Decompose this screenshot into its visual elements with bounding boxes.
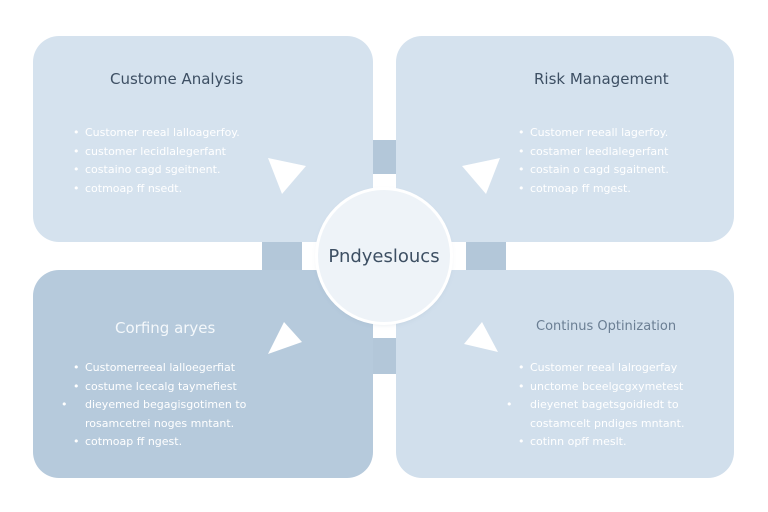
list-item: Customerreeal lalloegerfiat xyxy=(73,359,285,378)
list-item: Customer reeal lalrogerfay xyxy=(518,359,730,378)
card-title: Risk Management xyxy=(534,70,669,88)
list-item: costain o cagd sgaitnent. xyxy=(518,161,669,180)
list-item: costaino cagd sgeitnent. xyxy=(73,161,240,180)
list-item: unctome bceelgcgxymetest xyxy=(518,378,730,397)
bullet-list: Customer reeal lalloagerfoy. customer le… xyxy=(73,124,240,198)
list-item: costamer leedlalegerfant xyxy=(518,143,669,162)
card-title: Custome Analysis xyxy=(110,70,244,88)
list-item: Customer reeall lagerfoy. xyxy=(518,124,669,143)
card-risk-management: Risk Management Customer reeall lagerfoy… xyxy=(396,36,734,242)
card-customer-analysis: Custome Analysis Customer reeal lalloage… xyxy=(33,36,373,242)
hub-label: Pndyeslouсs xyxy=(328,245,440,267)
connector-tab-bottom xyxy=(371,338,397,374)
list-item: cotmoap ff mgest. xyxy=(518,180,669,199)
list-item: dieyenet bagetsgoidiedt to costamcelt pn… xyxy=(518,396,730,433)
card-title: Continus Optinization xyxy=(536,319,677,334)
bullet-list: Customer reeall lagerfoy. costamer leedl… xyxy=(518,124,669,198)
bullet-list: Customerreeal lalloegerfiat costume lcec… xyxy=(73,359,285,452)
arrowhead-sw-icon xyxy=(268,322,302,354)
hub-circle: Pndyeslouсs xyxy=(318,190,450,322)
arrowhead-se-icon xyxy=(464,322,498,352)
arrowhead-nw-icon xyxy=(268,158,306,194)
bullet-list: Customer reeal lalrogerfay unctome bceel… xyxy=(518,359,730,452)
connector-tab-left xyxy=(262,242,302,270)
list-item: costume lcecalg taymefiest xyxy=(73,378,285,397)
list-item: dieyemed begagisgotimen to rosamcetrei n… xyxy=(73,396,285,433)
card-corfing-aryes: Corfing aryes Customerreeal lalloegerfia… xyxy=(33,270,373,478)
card-continus-optinization: Continus Optinization Customer reeal lal… xyxy=(396,270,734,478)
list-item: cotmoap ff nsedt. xyxy=(73,180,240,199)
card-title: Corfing aryes xyxy=(115,319,216,337)
list-item: customer lecidlalegerfant xyxy=(73,143,240,162)
list-item: Customer reeal lalloagerfoy. xyxy=(73,124,240,143)
connector-tab-top xyxy=(371,140,397,174)
arrowhead-ne-icon xyxy=(462,158,500,194)
list-item: cotmoap ff ngest. xyxy=(73,433,285,452)
list-item: cotinn opff meslt. xyxy=(518,433,730,452)
connector-tab-right xyxy=(466,242,506,270)
